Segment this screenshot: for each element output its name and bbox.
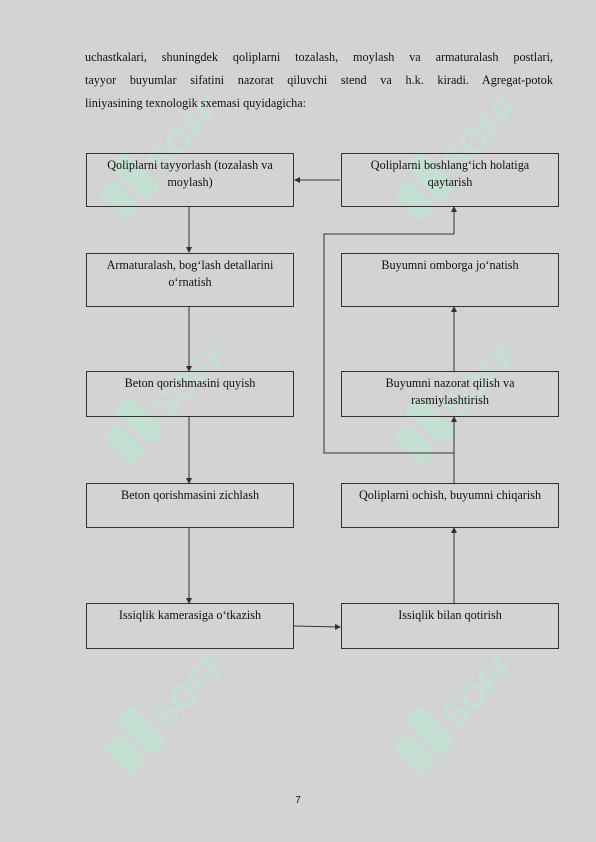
flow-box-reinforcement: Armaturalash, bog‘lash detallarini o‘rna… xyxy=(86,253,294,307)
watermark-logo-2: SOFF xyxy=(395,95,525,220)
flow-box-pour-concrete: Beton qorishmasini quyish xyxy=(86,371,294,417)
watermark-logo-1: SOFF xyxy=(100,95,210,220)
page-number: 7 xyxy=(295,795,301,806)
flow-box-quality-control: Buyumni nazorat qilish va rasmiylashtiri… xyxy=(341,371,559,417)
watermark-logo-5: SOFF xyxy=(105,645,235,775)
flow-box-compact-concrete: Beton qorishmasini zichlash xyxy=(86,483,294,528)
flow-box-heat-chamber: Issiqlik kamerasiga o‘tkazish xyxy=(86,603,294,649)
arrow-l5-r5 xyxy=(293,623,341,630)
flow-box-open-molds: Qoliplarni ochish, buyumni chiqarish xyxy=(341,483,559,528)
body-paragraph: uchastkalari, shuningdek qoliplarni toza… xyxy=(85,46,553,115)
paragraph-line-1: uchastkalari, shuningdek qoliplarni toza… xyxy=(85,50,553,64)
watermark-logo-3: SOFF xyxy=(105,335,235,465)
flow-box-ship-to-warehouse: Buyumni omborga jo‘natish xyxy=(341,253,559,307)
paragraph-line-3: liniyasining texnologik sxemasi quyidagi… xyxy=(85,96,307,110)
watermark-logo-4: SOFF xyxy=(395,335,525,465)
flow-box-heat-curing: Issiqlik bilan qotirish xyxy=(341,603,559,649)
arrow-loop-r4-r1 xyxy=(323,206,457,454)
flow-box-prepare-molds: Qoliplarni tayyorlash (tozalash va moyla… xyxy=(86,153,294,207)
paragraph-line-2: tayyor buyumlar sifatini nazorat qiluvch… xyxy=(85,73,553,87)
flow-box-return-molds: Qoliplarni boshlang‘ich holatiga qaytari… xyxy=(341,153,559,207)
watermark-logo-6: SOFF xyxy=(395,645,525,775)
